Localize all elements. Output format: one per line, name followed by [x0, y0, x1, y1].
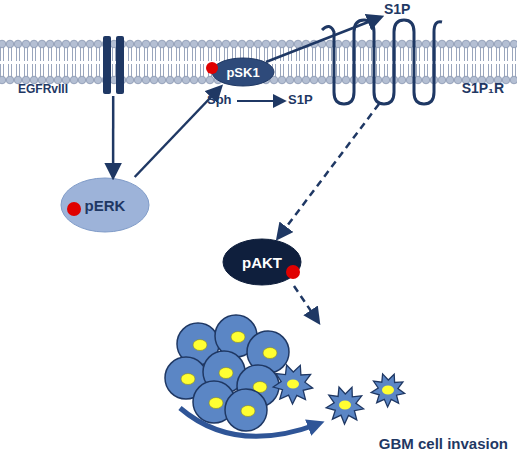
node-label: S1P₁R [462, 80, 504, 96]
molecule-label: Sph [207, 92, 232, 107]
egfrviii-receptor [103, 36, 124, 94]
node-label: GBM cell invasion [379, 435, 508, 452]
protein-oval: pERK [60, 177, 150, 233]
node-label: pAKT [242, 254, 282, 271]
node-label: pERK [85, 197, 126, 214]
protein-oval: pSK1 [211, 57, 275, 87]
node-label: EGFRvIII [18, 82, 68, 96]
invasion-arrow [180, 408, 318, 436]
protein-oval: pAKT [222, 238, 302, 286]
dashed-arrow [278, 104, 379, 238]
labelled-structure: S1P₁R [322, 18, 512, 104]
gbm-cells [165, 315, 405, 431]
phospho-dot [206, 62, 218, 74]
labelled-structure: GBM cell invasion [160, 322, 512, 458]
dashed-arrow [294, 286, 318, 322]
signal-arrow [112, 96, 115, 177]
molecule-label: S1P [288, 92, 313, 107]
phospho-dot [286, 265, 300, 279]
phospho-dot [67, 202, 81, 216]
molecule-label: S1P [384, 1, 410, 17]
labelled-structure: EGFRvIII [10, 36, 130, 96]
release-arrow [266, 17, 381, 62]
node-label: pSK1 [226, 65, 259, 80]
conversion-arrow [237, 100, 284, 102]
s1p1r-receptor [322, 20, 442, 104]
